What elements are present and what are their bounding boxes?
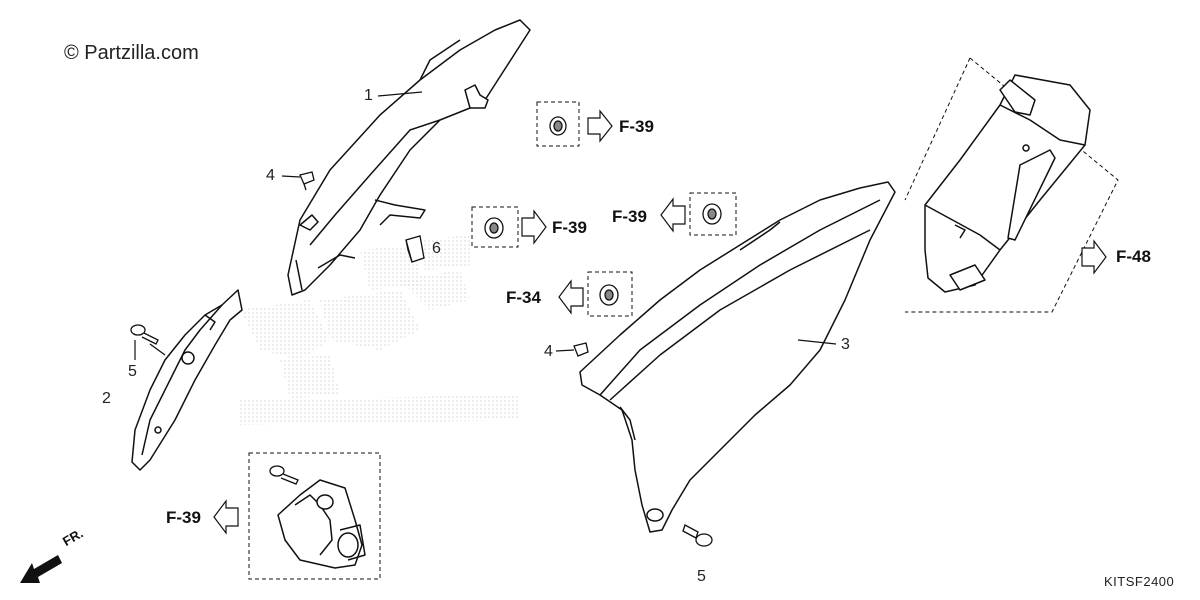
nut-f34: [599, 284, 619, 306]
ref-box-f39-mid: [471, 206, 519, 248]
part-4-clip-lower: [555, 342, 589, 357]
part-4-clip-upper: [281, 171, 315, 191]
tool-case: [924, 74, 1091, 293]
ref-box-f34: [587, 271, 633, 317]
callout-3: 3: [841, 336, 850, 353]
nut-f39-mid: [484, 217, 504, 239]
watermark: [240, 235, 520, 425]
callout-1: 1: [364, 87, 373, 104]
part-5-bolt-right: [682, 524, 713, 547]
callout-6: 6: [432, 240, 441, 257]
ref-f39-mid: F-39: [552, 218, 587, 237]
part-6-grommet: [405, 235, 425, 263]
arrow-right-f39-mid: [521, 209, 547, 245]
leader-1: [377, 91, 423, 97]
part-1-upper-cover: [287, 19, 531, 296]
callout-5-left: 5: [128, 363, 137, 380]
ref-box-f48-left: [904, 57, 971, 201]
arrow-left-f39-bottom: [213, 499, 239, 535]
bolt-bottom-box: [269, 465, 299, 485]
callout-4-lower: 4: [544, 343, 553, 360]
front-direction-arrow: [20, 555, 62, 583]
part-2-lower-bracket: [131, 289, 243, 471]
callout-2: 2: [102, 390, 111, 407]
arrow-right-f39-top: [587, 109, 613, 143]
diagram-code: KITSF2400: [1104, 574, 1175, 589]
arrow-left-f34: [558, 279, 584, 315]
ref-f34: F-34: [506, 288, 541, 307]
callout-4-upper: 4: [266, 167, 275, 184]
callout-5-right: 5: [697, 568, 706, 585]
bracket-assembly-bottom: [277, 479, 366, 569]
nut-f39-top: [549, 116, 567, 136]
ref-box-f39-top: [536, 101, 580, 147]
ref-box-f39-right: [689, 192, 737, 236]
part-3-side-cover: [579, 181, 896, 533]
ref-box-f39-bottom: [248, 452, 381, 580]
arrow-left-f39-right: [660, 197, 686, 233]
copyright-text: © Partzilla.com: [64, 42, 199, 64]
arrow-right-f48: [1081, 239, 1107, 275]
ref-f39-bottom: F-39: [166, 508, 201, 527]
ref-f39-top: F-39: [619, 117, 654, 136]
ref-f39-right: F-39: [612, 207, 647, 226]
nut-f39-right: [702, 203, 722, 225]
leader-3: [797, 339, 837, 345]
part-5-bolt-left: [130, 324, 166, 356]
ref-f48: F-48: [1116, 247, 1151, 266]
